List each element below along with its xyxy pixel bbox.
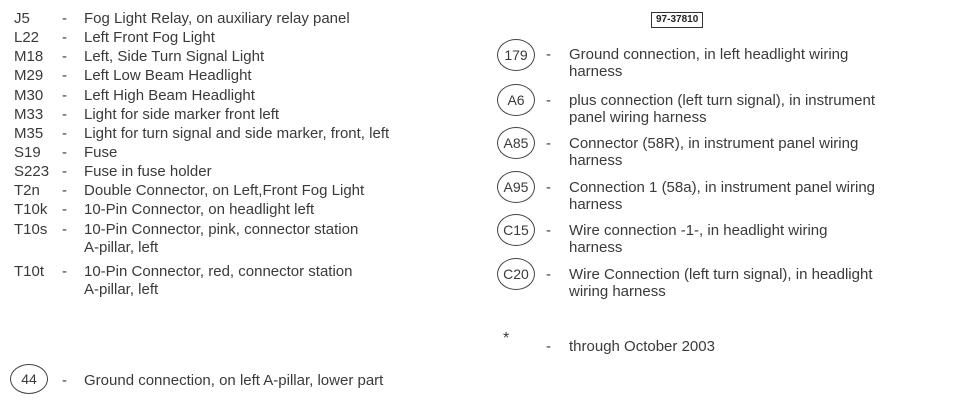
ground-point-marker: 44 <box>10 364 48 394</box>
legend-desc: Light for turn signal and side marker, f… <box>84 125 390 142</box>
legend-code: T10k <box>14 201 48 218</box>
dash: - <box>62 125 67 142</box>
legend-desc-cont: harness <box>569 63 623 80</box>
connection-code: C20 <box>503 265 529 282</box>
legend-desc: Left High Beam Headlight <box>84 87 255 104</box>
dash: - <box>62 372 67 389</box>
dash: - <box>546 338 551 355</box>
connection-code: A85 <box>503 134 529 151</box>
footnote-symbol: * <box>503 330 510 347</box>
connection-code: A95 <box>503 178 529 195</box>
legend-desc: Left, Side Turn Signal Light <box>84 48 265 65</box>
legend-code: S19 <box>14 144 41 161</box>
legend-code: T2n <box>14 182 40 199</box>
legend-desc: 10-Pin Connector, red, connector station <box>84 263 353 280</box>
legend-desc: Fuse <box>84 144 118 161</box>
legend-desc-cont: A-pillar, left <box>84 281 159 298</box>
legend-code: J5 <box>14 10 30 27</box>
connection-marker: A6 <box>497 84 535 116</box>
document-number: 97-37810 <box>651 12 704 28</box>
dash: - <box>62 106 67 123</box>
dash: - <box>62 87 67 104</box>
legend-desc: Ground connection, in left headlight wir… <box>569 46 849 63</box>
dash: - <box>62 163 67 180</box>
legend-desc: Ground connection, on left A-pillar, low… <box>84 372 384 389</box>
legend-desc: plus connection (left turn signal), in i… <box>569 92 875 109</box>
ground-point-code: 44 <box>21 370 37 387</box>
connection-code: C15 <box>503 221 529 238</box>
legend-desc-cont: harness <box>569 152 623 169</box>
connection-marker: C15 <box>497 214 535 246</box>
legend-desc-cont: harness <box>569 196 623 213</box>
legend-code: S223 <box>14 163 50 180</box>
legend-desc: Connector (58R), in instrument panel wir… <box>569 135 859 152</box>
legend-desc: Wire Connection (left turn signal), in h… <box>569 266 873 283</box>
dash: - <box>62 182 67 199</box>
connection-marker: C20 <box>497 258 535 290</box>
dash: - <box>62 10 67 27</box>
legend-desc: Light for side marker front left <box>84 106 280 123</box>
legend-desc-cont: A-pillar, left <box>84 239 159 256</box>
dash: - <box>62 67 67 84</box>
legend-desc-cont: harness <box>569 239 623 256</box>
dash: - <box>62 263 67 280</box>
connection-marker: 179 <box>497 39 535 71</box>
legend-desc-cont: wiring harness <box>569 283 666 300</box>
legend-code: T10s <box>14 221 48 238</box>
dash: - <box>62 48 67 65</box>
dash: - <box>546 222 551 239</box>
dash: - <box>62 221 67 238</box>
legend-desc: Fuse in fuse holder <box>84 163 212 180</box>
legend-desc: Left Front Fog Light <box>84 29 215 46</box>
connection-marker: A95 <box>497 171 535 203</box>
footnote-desc: through October 2003 <box>569 338 715 355</box>
legend-desc-cont: panel wiring harness <box>569 109 707 126</box>
dash: - <box>546 46 551 63</box>
legend-desc: Fog Light Relay, on auxiliary relay pane… <box>84 10 350 27</box>
dash: - <box>546 92 551 109</box>
connection-code: 179 <box>504 46 528 63</box>
connection-code: A6 <box>507 91 525 108</box>
dash: - <box>546 179 551 196</box>
legend-desc: Double Connector, on Left,Front Fog Ligh… <box>84 182 365 199</box>
legend-desc: Wire connection -1-, in headlight wiring <box>569 222 828 239</box>
dash: - <box>546 135 551 152</box>
legend-code: M33 <box>14 106 44 123</box>
legend-desc: Left Low Beam Headlight <box>84 67 252 84</box>
legend-desc: 10-Pin Connector, pink, connector statio… <box>84 221 359 238</box>
legend-code: L22 <box>14 29 40 46</box>
legend-code: M35 <box>14 125 44 142</box>
legend-code: T10t <box>14 263 45 280</box>
legend-code: M29 <box>14 67 44 84</box>
dash: - <box>62 29 67 46</box>
dash: - <box>62 144 67 161</box>
legend-desc: Connection 1 (58a), in instrument panel … <box>569 179 875 196</box>
legend-desc: 10-Pin Connector, on headlight left <box>84 201 315 218</box>
dash: - <box>546 266 551 283</box>
dash: - <box>62 201 67 218</box>
connection-marker: A85 <box>497 127 535 159</box>
legend-code: M30 <box>14 87 44 104</box>
legend-code: M18 <box>14 48 44 65</box>
